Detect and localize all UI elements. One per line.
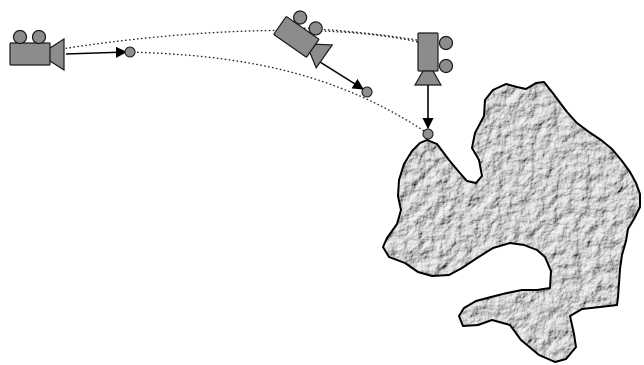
path-camera1-to-camera3 bbox=[38, 30, 430, 53]
movie-camera-icon bbox=[10, 31, 64, 71]
movie-camera-icon bbox=[272, 5, 338, 68]
movie-camera-icon bbox=[415, 33, 453, 85]
target-point-2 bbox=[362, 87, 372, 97]
view-arrow-camera-1 bbox=[66, 52, 126, 54]
view-arrow-camera-2 bbox=[320, 62, 363, 89]
view-arrows bbox=[66, 52, 428, 128]
path-target1-to-target3 bbox=[129, 52, 427, 133]
target-point-3 bbox=[423, 129, 433, 139]
target-points bbox=[125, 47, 433, 139]
target-point-1 bbox=[125, 47, 135, 57]
camera-paths bbox=[38, 28, 430, 133]
terrain-patch bbox=[380, 80, 644, 365]
